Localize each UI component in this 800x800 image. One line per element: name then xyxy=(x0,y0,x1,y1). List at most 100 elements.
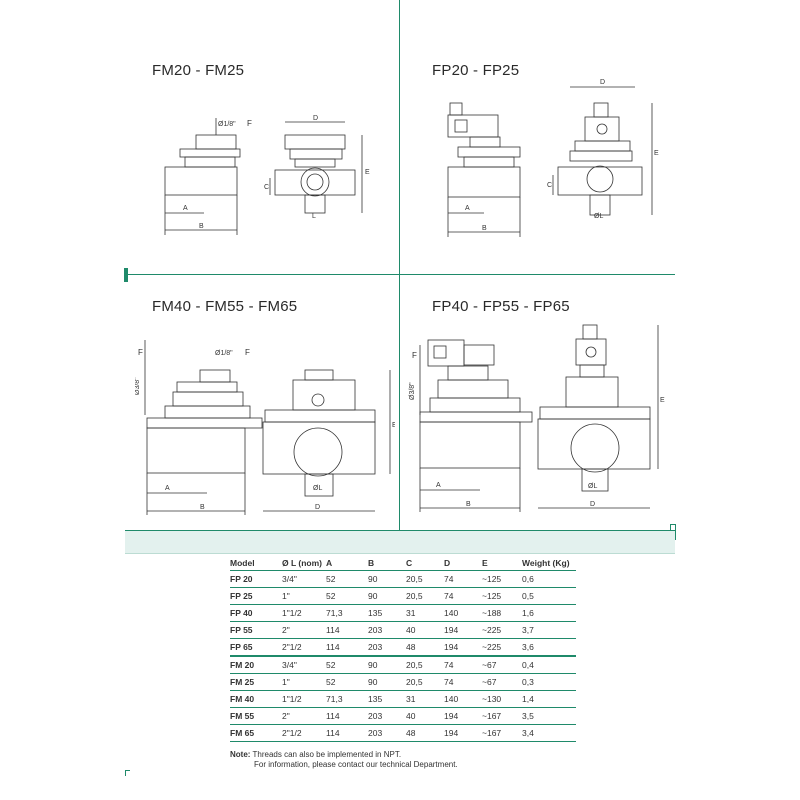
value-cell: 90 xyxy=(368,570,406,588)
table-header-row: Model Ø L (nom) A B C D E Weight (Kg) xyxy=(230,555,576,571)
value-cell: 0,4 xyxy=(522,656,576,674)
dim-b-label-fm40: B xyxy=(200,504,205,511)
model-cell: FP 65 xyxy=(230,638,282,657)
dim-e-label: E xyxy=(365,169,370,176)
value-cell: 3,6 xyxy=(522,638,576,657)
value-cell: 90 xyxy=(368,656,406,674)
model-cell: FP 55 xyxy=(230,621,282,639)
value-cell: 52 xyxy=(326,587,368,605)
value-cell: 74 xyxy=(444,587,482,605)
value-cell: 90 xyxy=(368,673,406,691)
col-model: Model xyxy=(230,555,282,571)
value-cell: 90 xyxy=(368,587,406,605)
dim-b-label-fp: B xyxy=(482,225,487,232)
dim-c-label-fp: C xyxy=(547,182,552,189)
drawing-fm40-fm55-fm65: Ø3/8" F A B Ø1/8" F E ØL D xyxy=(135,340,395,515)
value-cell: 114 xyxy=(326,638,368,657)
note-line-2: For information, please contact our tech… xyxy=(254,760,458,769)
port-label: Ø1/8" xyxy=(218,121,236,128)
value-cell: 48 xyxy=(406,724,444,742)
value-cell: 20,5 xyxy=(406,587,444,605)
drawing-fp20-fp25: A B D E C ØL xyxy=(447,79,659,237)
value-cell: 1"1/2 xyxy=(282,690,326,708)
dim-phil-label-fm40: ØL xyxy=(313,485,322,492)
col-c: C xyxy=(406,555,444,571)
value-cell: 52 xyxy=(326,570,368,588)
value-cell: 40 xyxy=(406,707,444,725)
value-cell: 74 xyxy=(444,656,482,674)
value-cell: 71,3 xyxy=(326,604,368,622)
value-cell: 3,7 xyxy=(522,621,576,639)
dim-a-label-fm40: A xyxy=(165,485,170,492)
value-cell: 194 xyxy=(444,724,482,742)
value-cell: 20,5 xyxy=(406,673,444,691)
dim-b-label: B xyxy=(199,223,204,230)
value-cell: ~225 xyxy=(482,621,522,639)
value-cell: 1,4 xyxy=(522,690,576,708)
value-cell: 203 xyxy=(368,724,406,742)
footnote: Note: Threads can also be implemented in… xyxy=(230,750,458,770)
dim-b-label-fp40: B xyxy=(466,501,471,508)
side-port-label: Ø3/8" xyxy=(135,377,141,395)
dim-phil-label-fp40: ØL xyxy=(588,483,597,490)
section-title-fp40-fp55-fp65: FP40 - FP55 - FP65 xyxy=(432,298,570,315)
col-weight: Weight (Kg) xyxy=(522,555,576,571)
col-d: D xyxy=(444,555,482,571)
value-cell: 52 xyxy=(326,673,368,691)
value-cell: 194 xyxy=(444,707,482,725)
value-cell: 0,6 xyxy=(522,570,576,588)
value-cell: 31 xyxy=(406,604,444,622)
value-cell: 2"1/2 xyxy=(282,638,326,657)
note-line-1: Threads can also be implemented in NPT. xyxy=(252,750,402,759)
drawing-fm20-fm25: A B Ø1/8" F D E C L xyxy=(164,115,370,235)
dim-d-label-fp40: D xyxy=(590,501,595,508)
dim-c-label: C xyxy=(264,184,269,191)
section-title-fm20-fm25: FM20 - FM25 xyxy=(152,62,245,79)
value-cell: ~130 xyxy=(482,690,522,708)
vertical-divider xyxy=(399,0,400,530)
dim-f-label-fm40b: F xyxy=(245,348,250,357)
model-cell: FM 65 xyxy=(230,724,282,742)
value-cell: 114 xyxy=(326,621,368,639)
value-cell: 1"1/2 xyxy=(282,604,326,622)
value-cell: ~225 xyxy=(482,638,522,657)
dim-d-label: D xyxy=(313,115,318,122)
port-label-fm40: Ø1/8" xyxy=(215,350,233,357)
value-cell: 1,6 xyxy=(522,604,576,622)
col-diameter: Ø L (nom) xyxy=(282,555,326,571)
value-cell: 1" xyxy=(282,673,326,691)
value-cell: 20,5 xyxy=(406,656,444,674)
value-cell: 74 xyxy=(444,570,482,588)
value-cell: 31 xyxy=(406,690,444,708)
dim-f-label: F xyxy=(247,119,252,128)
value-cell: 2" xyxy=(282,621,326,639)
value-cell: 2" xyxy=(282,707,326,725)
col-e: E xyxy=(482,555,522,571)
model-cell: FM 25 xyxy=(230,673,282,691)
value-cell: ~67 xyxy=(482,673,522,691)
value-cell: 71,3 xyxy=(326,690,368,708)
divider-marker-left xyxy=(124,268,128,282)
col-a: A xyxy=(326,555,368,571)
value-cell: 52 xyxy=(326,656,368,674)
dim-d-label-fm40: D xyxy=(315,504,320,511)
model-cell: FP 20 xyxy=(230,570,282,588)
value-cell: 114 xyxy=(326,707,368,725)
model-cell: FM 20 xyxy=(230,656,282,674)
value-cell: 194 xyxy=(444,621,482,639)
dim-f-label-fp40: F xyxy=(412,351,417,360)
dim-l-label: L xyxy=(312,213,316,220)
value-cell: 135 xyxy=(368,604,406,622)
model-cell: FP 40 xyxy=(230,604,282,622)
dim-a-label-fp40: A xyxy=(436,482,441,489)
horizontal-divider xyxy=(125,274,675,275)
page-corner-mark xyxy=(125,770,126,776)
table-header-band xyxy=(125,530,675,554)
value-cell: 3,4 xyxy=(522,724,576,742)
value-cell: 135 xyxy=(368,690,406,708)
